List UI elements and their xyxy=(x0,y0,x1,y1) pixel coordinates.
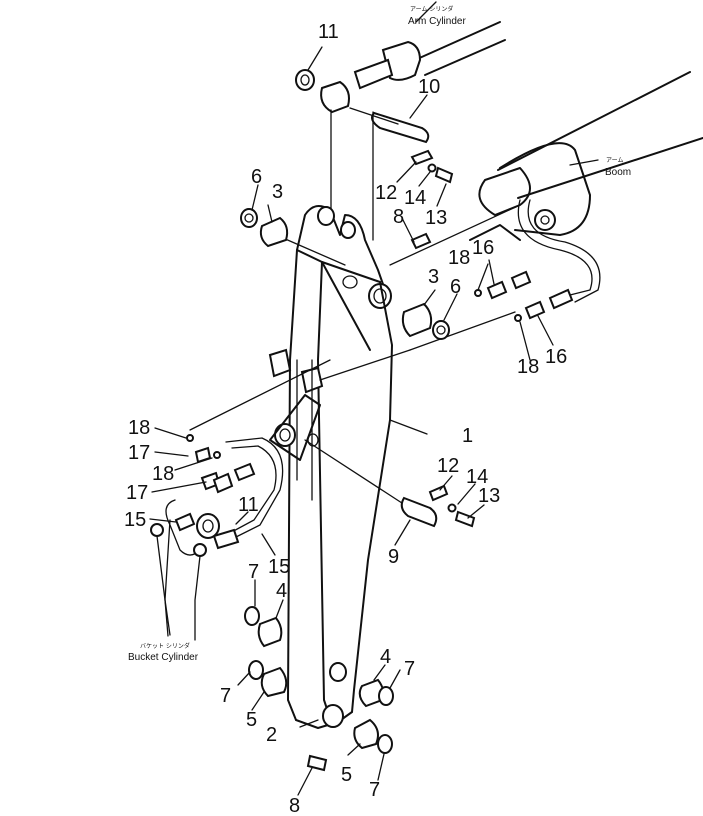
callout-17-b: 17 xyxy=(126,482,148,504)
callout-18-right: 18 xyxy=(517,356,539,378)
collar-7-left-bottom xyxy=(248,660,264,680)
collar-6-right xyxy=(432,320,450,340)
callout-15-lower: 15 xyxy=(268,556,290,578)
callout-3-right: 3 xyxy=(428,266,439,288)
callout-14-lower: 14 xyxy=(466,466,488,488)
callout-12-top: 12 xyxy=(375,182,397,204)
callout-15-left: 15 xyxy=(124,509,146,531)
callout-8-top: 8 xyxy=(393,206,404,228)
boom-caption: Boom xyxy=(605,167,631,178)
callout-7-b: 7 xyxy=(220,685,231,707)
arm-cylinder xyxy=(353,1,506,90)
bushing-4-left xyxy=(257,616,283,648)
bucket-cylinder-caption-jp: バケット シリンダ xyxy=(140,642,190,650)
callout-18-left-a: 18 xyxy=(128,417,150,439)
washer-11-lower xyxy=(196,513,220,539)
callout-6-right: 6 xyxy=(450,276,461,298)
callout-7-c: 7 xyxy=(404,658,415,680)
leader-lines xyxy=(149,46,599,796)
callout-17-a: 17 xyxy=(128,442,150,464)
adapter-16 xyxy=(486,280,508,300)
bushing-5-right xyxy=(353,718,379,750)
callout-14-top: 14 xyxy=(404,187,426,209)
plate-12-lower xyxy=(428,484,449,502)
bushing-3-right xyxy=(401,302,433,338)
oring-18 xyxy=(474,289,482,297)
callout-9: 9 xyxy=(388,546,399,568)
callout-12-lower: 12 xyxy=(437,455,459,477)
callout-numbers: 1 2 3 3 4 4 5 5 6 6 7 7 7 7 8 8 9 10 11 … xyxy=(124,21,567,816)
collar-6-left xyxy=(240,208,258,228)
washer-11 xyxy=(295,69,315,91)
grease-fitting-8-bottom xyxy=(306,754,328,772)
bolt-13-lower xyxy=(454,510,476,528)
arm-boss xyxy=(368,283,392,309)
washer-14 xyxy=(427,163,437,173)
callout-7-d: 7 xyxy=(369,779,380,801)
callout-13-lower: 13 xyxy=(478,485,500,507)
boom-caption-jp: アーム xyxy=(606,157,623,164)
callout-10: 10 xyxy=(418,76,440,98)
grease-fitting-8-top xyxy=(410,232,432,250)
callout-18-left-b: 18 xyxy=(152,463,174,485)
callout-1: 1 xyxy=(462,425,473,447)
callout-13-top: 13 xyxy=(425,207,447,229)
callout-11-lower: 11 xyxy=(238,494,259,516)
callout-8-bottom: 8 xyxy=(289,795,300,816)
arm-cylinder-caption: Arm Cylinder xyxy=(408,16,466,27)
pin-9 xyxy=(400,496,438,528)
callout-4-right: 4 xyxy=(380,646,391,668)
callout-4-left: 4 xyxy=(276,580,287,602)
callout-11-top: 11 xyxy=(318,21,339,43)
bushing-5-left xyxy=(260,666,288,698)
callout-16-top: 16 xyxy=(472,237,494,259)
callout-18-top: 18 xyxy=(448,247,470,269)
bucket-cylinder-caption: Bucket Cylinder xyxy=(128,652,199,663)
collar-7-right-bottom xyxy=(377,734,393,754)
collar-7-right-top xyxy=(378,686,394,706)
pin-10 xyxy=(371,111,430,144)
bushing-3-left xyxy=(259,216,289,248)
bolt-13 xyxy=(434,166,454,184)
arm-cylinder-caption-jp: アーム シリンダ xyxy=(410,5,453,13)
callout-5-left: 5 xyxy=(246,709,257,731)
arm-body xyxy=(268,205,393,729)
callout-3-left: 3 xyxy=(272,181,283,203)
collar-7-left-top xyxy=(244,606,260,626)
callout-7-a: 7 xyxy=(248,561,259,583)
plate-12 xyxy=(410,149,434,166)
boom xyxy=(469,71,703,303)
callout-6-left: 6 xyxy=(251,166,262,188)
adapter-16b xyxy=(524,300,546,320)
callout-2: 2 xyxy=(266,724,277,746)
bushing xyxy=(320,80,350,114)
callout-5-right: 5 xyxy=(341,764,352,786)
callout-16-right: 16 xyxy=(545,346,567,368)
